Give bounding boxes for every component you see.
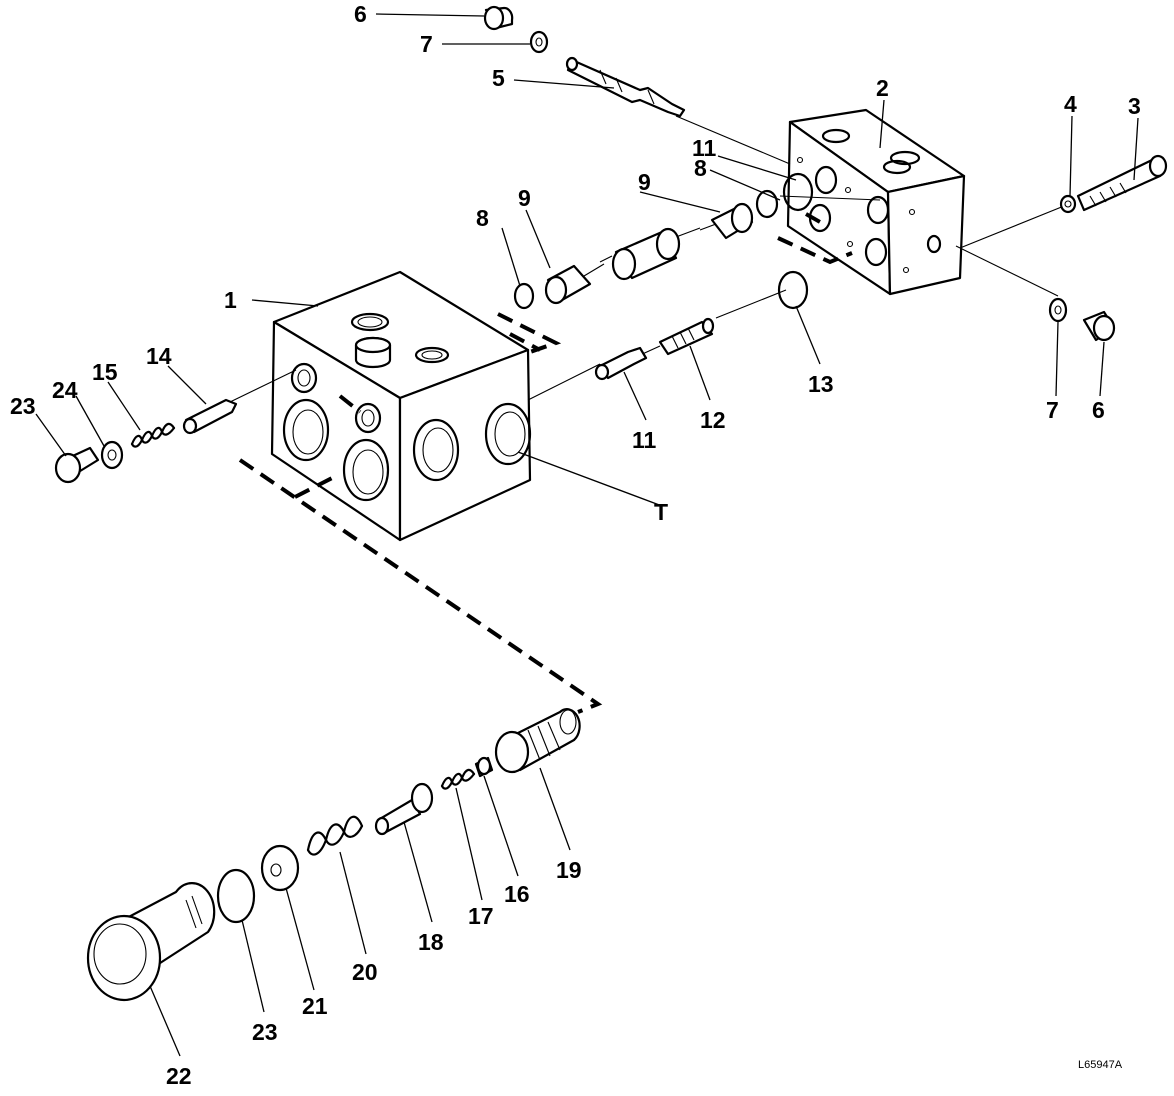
callout-24: 24 <box>52 377 78 403</box>
alignment-lines <box>229 115 1065 403</box>
callout-18: 18 <box>418 929 444 955</box>
callout-11-top: 11 <box>692 135 717 161</box>
callout-15: 15 <box>92 359 118 385</box>
part-sleeve <box>611 227 681 281</box>
callout-19: 19 <box>556 857 582 883</box>
callout-3: 3 <box>1128 93 1141 119</box>
callout-5: 5 <box>492 65 505 91</box>
figure-reference-code: L65947A <box>1078 1059 1123 1071</box>
callout-16: 16 <box>504 881 530 907</box>
callout-6-top: 6 <box>354 1 367 27</box>
part-6-plug-top <box>483 5 514 31</box>
part-9-valve-right <box>699 202 754 240</box>
part-9-valve-left <box>544 263 605 305</box>
callout-17: 17 <box>468 903 494 929</box>
part-20-spring <box>306 815 364 856</box>
callout-9-left: 9 <box>518 185 531 211</box>
part-3-bolt <box>1076 154 1168 212</box>
part-5-spool <box>565 56 686 118</box>
assembly-dashed-lines <box>238 212 853 714</box>
callout-9-right: 9 <box>638 169 651 195</box>
callout-2: 2 <box>876 75 889 101</box>
leader-lines <box>35 13 1139 1057</box>
part-7-washer-right <box>1048 297 1068 323</box>
valve-body-block-1 <box>270 270 532 542</box>
part-11-plunger <box>594 346 648 381</box>
part-6-plug-right <box>1082 310 1116 342</box>
part-16-poppet <box>474 756 494 778</box>
part-8-oring-block2 <box>755 189 779 219</box>
part-7-washer-top <box>529 30 549 54</box>
callout-6-right: 6 <box>1092 397 1105 423</box>
callout-1: 1 <box>224 287 237 313</box>
part-19-cartridge <box>494 708 581 774</box>
callout-T: T <box>654 499 668 525</box>
part-14-spool <box>182 398 238 435</box>
part-12-spool <box>658 317 715 356</box>
callout-12: 12 <box>700 407 726 433</box>
part-22-cap <box>86 882 216 1002</box>
part-17-spring <box>440 768 476 790</box>
callout-20: 20 <box>352 959 378 985</box>
part-24-washer <box>100 440 124 470</box>
callout-labels: 6 7 5 2 4 3 11 8 9 8 9 1 14 15 24 23 13 … <box>10 1 1141 1089</box>
part-23-plug-top <box>54 446 100 484</box>
part-11-oring-block2 <box>782 172 814 212</box>
valve-body-block-2 <box>786 108 966 296</box>
callout-11-bottom: 11 <box>632 427 657 453</box>
callout-21: 21 <box>302 993 328 1019</box>
part-15-spring <box>130 422 176 448</box>
part-23-oring-bottom <box>216 868 256 924</box>
part-4-washer <box>1059 194 1077 214</box>
callout-7-top: 7 <box>420 31 433 57</box>
callout-8-top: 8 <box>694 155 707 181</box>
callout-23-bottom: 23 <box>252 1019 278 1045</box>
part-13-oring <box>777 270 809 310</box>
callout-8-left: 8 <box>476 205 489 231</box>
callout-7-right: 7 <box>1046 397 1059 423</box>
part-18-piston <box>374 782 434 836</box>
callout-23-top: 23 <box>10 393 36 419</box>
callout-22: 22 <box>166 1063 192 1089</box>
callout-13: 13 <box>808 371 834 397</box>
callout-14: 14 <box>146 343 172 369</box>
part-8-oring-left <box>513 282 535 310</box>
callout-4: 4 <box>1064 91 1077 117</box>
part-21-spring-seat <box>260 844 300 892</box>
